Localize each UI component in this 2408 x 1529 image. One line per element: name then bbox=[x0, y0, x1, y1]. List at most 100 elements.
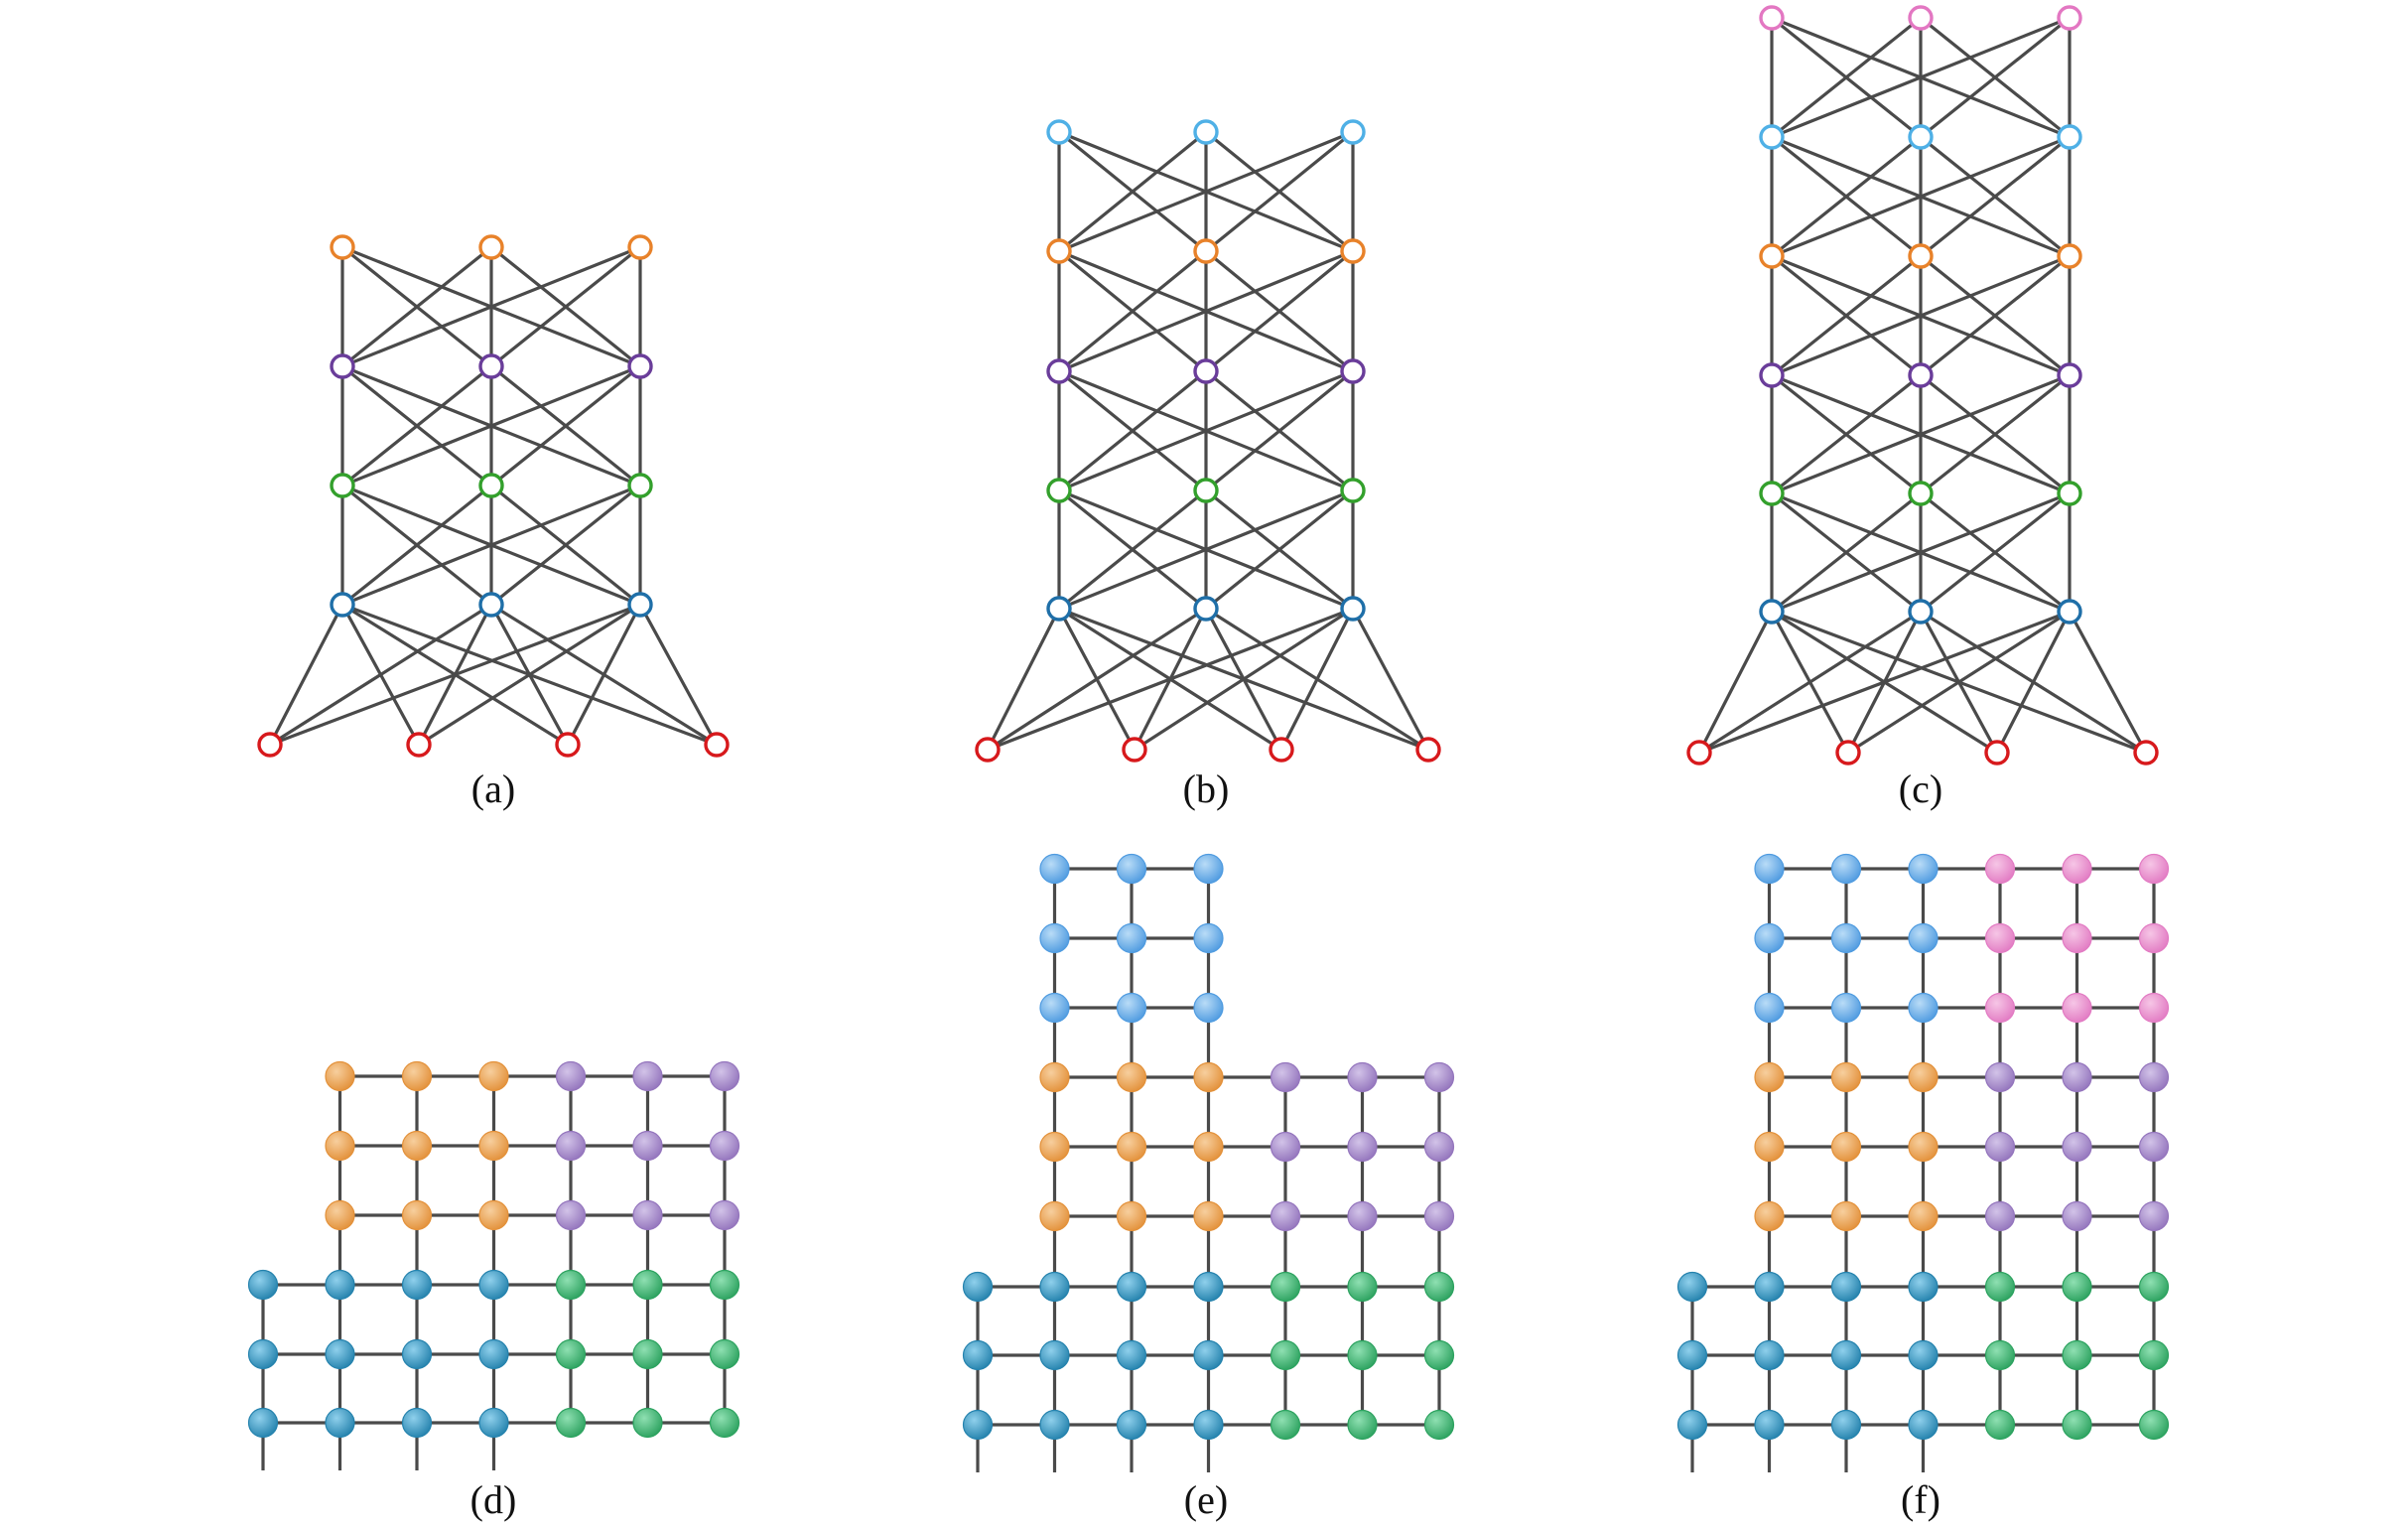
network-edge bbox=[1204, 369, 1355, 492]
green-lattice-site bbox=[1270, 1271, 1301, 1303]
teal-lattice-site bbox=[1754, 1271, 1785, 1303]
red-layer-node bbox=[406, 732, 432, 758]
teal-lattice-site bbox=[247, 1338, 279, 1370]
network-edge bbox=[1058, 607, 1282, 752]
teal-lattice-site bbox=[325, 1338, 355, 1370]
blue-lattice-site bbox=[1116, 992, 1147, 1024]
red-layer-node bbox=[257, 732, 283, 758]
orange-layer-node bbox=[330, 234, 355, 260]
orange-layer-node bbox=[627, 234, 653, 260]
green-lattice-site bbox=[709, 1269, 740, 1301]
green-lattice-site bbox=[555, 1269, 587, 1301]
orange-lattice-site bbox=[1116, 1061, 1147, 1093]
green-lattice-site bbox=[2062, 1271, 2092, 1303]
purple-layer-node bbox=[330, 353, 355, 379]
network-edge bbox=[1920, 373, 2071, 495]
network-edge bbox=[1057, 608, 1137, 751]
green-lattice-site bbox=[1423, 1339, 1455, 1371]
purple-lattice-site bbox=[1423, 1061, 1455, 1093]
teal-lattice-site bbox=[478, 1407, 509, 1439]
purple-lattice-site bbox=[632, 1060, 663, 1092]
blue-layer-node bbox=[478, 592, 504, 618]
network-edge bbox=[341, 364, 492, 487]
purple-lattice-site bbox=[709, 1199, 740, 1231]
red-layer-node bbox=[704, 732, 730, 758]
green-lattice-site bbox=[2138, 1271, 2170, 1303]
teal-lattice-site bbox=[1908, 1409, 1939, 1441]
blue-layer-node bbox=[1193, 596, 1219, 622]
red-layer-node bbox=[555, 732, 581, 758]
orange-lattice-site bbox=[1754, 1061, 1785, 1093]
teal-lattice-site bbox=[1830, 1409, 1862, 1441]
purple-layer-node bbox=[478, 353, 504, 379]
orange-lattice-site bbox=[1193, 1200, 1224, 1232]
teal-lattice-site bbox=[1908, 1339, 1939, 1371]
orange-lattice-site bbox=[325, 1130, 355, 1162]
green-lattice-site bbox=[1423, 1409, 1455, 1441]
green-lattice-site bbox=[709, 1407, 740, 1439]
green-lattice-site bbox=[1984, 1409, 2016, 1441]
network-edge bbox=[1057, 488, 1208, 611]
red-layer-node bbox=[1122, 737, 1147, 763]
purple-lattice-site bbox=[1423, 1131, 1455, 1163]
orange-lattice-site bbox=[1908, 1131, 1939, 1163]
network-edge bbox=[1770, 611, 1850, 754]
pink-layer-node bbox=[1759, 5, 1785, 31]
teal-lattice-site bbox=[1193, 1271, 1224, 1303]
network-edge bbox=[2068, 611, 2148, 754]
orange-layer-node bbox=[1046, 238, 1072, 264]
teal-lattice-site bbox=[1039, 1409, 1070, 1441]
network-edges bbox=[986, 130, 1430, 752]
purple-lattice-site bbox=[2138, 1131, 2170, 1163]
green-lattice-site bbox=[632, 1269, 663, 1301]
network-edge bbox=[1058, 607, 1429, 752]
network-edge bbox=[341, 603, 718, 747]
green-lattice-site bbox=[709, 1338, 740, 1370]
panel-a-network bbox=[257, 234, 730, 758]
panel-d-lattice bbox=[247, 1060, 740, 1470]
green-lattice-site bbox=[1423, 1271, 1455, 1303]
pink-lattice-site bbox=[1984, 992, 2016, 1024]
red-layer-node bbox=[1686, 740, 1712, 765]
blue-lattice-site bbox=[1908, 853, 1939, 885]
purple-lattice-site bbox=[2062, 1131, 2092, 1163]
purple-lattice-site bbox=[2138, 1200, 2170, 1232]
network-edge bbox=[986, 608, 1061, 751]
purple-lattice-site bbox=[1347, 1061, 1378, 1093]
orange-lattice-site bbox=[401, 1199, 433, 1231]
panel-b-network bbox=[975, 119, 1441, 763]
purple-lattice-site bbox=[1270, 1200, 1301, 1232]
orange-lattice-site bbox=[401, 1060, 433, 1092]
network-edge bbox=[1771, 254, 1922, 377]
orange-lattice-site bbox=[1830, 1061, 1862, 1093]
green-lattice-site bbox=[1270, 1339, 1301, 1371]
network-edge bbox=[341, 364, 641, 487]
network-edge bbox=[1771, 135, 2071, 258]
pink-lattice-site bbox=[2062, 853, 2092, 885]
orange-lattice-site bbox=[1830, 1200, 1862, 1232]
purple-lattice-site bbox=[632, 1199, 663, 1231]
purple-lattice-site bbox=[1270, 1131, 1301, 1163]
orange-lattice-site bbox=[478, 1199, 509, 1231]
cyan-layer-node bbox=[1759, 124, 1785, 150]
network-edge bbox=[1205, 607, 1429, 752]
green-lattice-site bbox=[1984, 1339, 2016, 1371]
cyan-layer-node bbox=[1193, 119, 1219, 145]
teal-lattice-site bbox=[1676, 1271, 1708, 1303]
teal-lattice-site bbox=[1039, 1271, 1070, 1303]
network-edges bbox=[268, 245, 719, 747]
orange-lattice-site bbox=[1908, 1061, 1939, 1093]
teal-lattice-site bbox=[962, 1339, 994, 1371]
orange-layer-node bbox=[1340, 238, 1366, 264]
purple-lattice-site bbox=[1347, 1200, 1378, 1232]
network-edge bbox=[1204, 130, 1355, 253]
network-edge bbox=[490, 603, 718, 747]
orange-lattice-site bbox=[478, 1130, 509, 1162]
green-lattice-site bbox=[1984, 1271, 2016, 1303]
pink-layer-node bbox=[2057, 5, 2082, 31]
purple-lattice-site bbox=[2138, 1061, 2170, 1093]
caption-e: (e) bbox=[1184, 1477, 1228, 1522]
network-edge bbox=[1771, 491, 1922, 614]
green-layer-node bbox=[1908, 481, 1934, 506]
teal-lattice-site bbox=[1039, 1339, 1070, 1371]
